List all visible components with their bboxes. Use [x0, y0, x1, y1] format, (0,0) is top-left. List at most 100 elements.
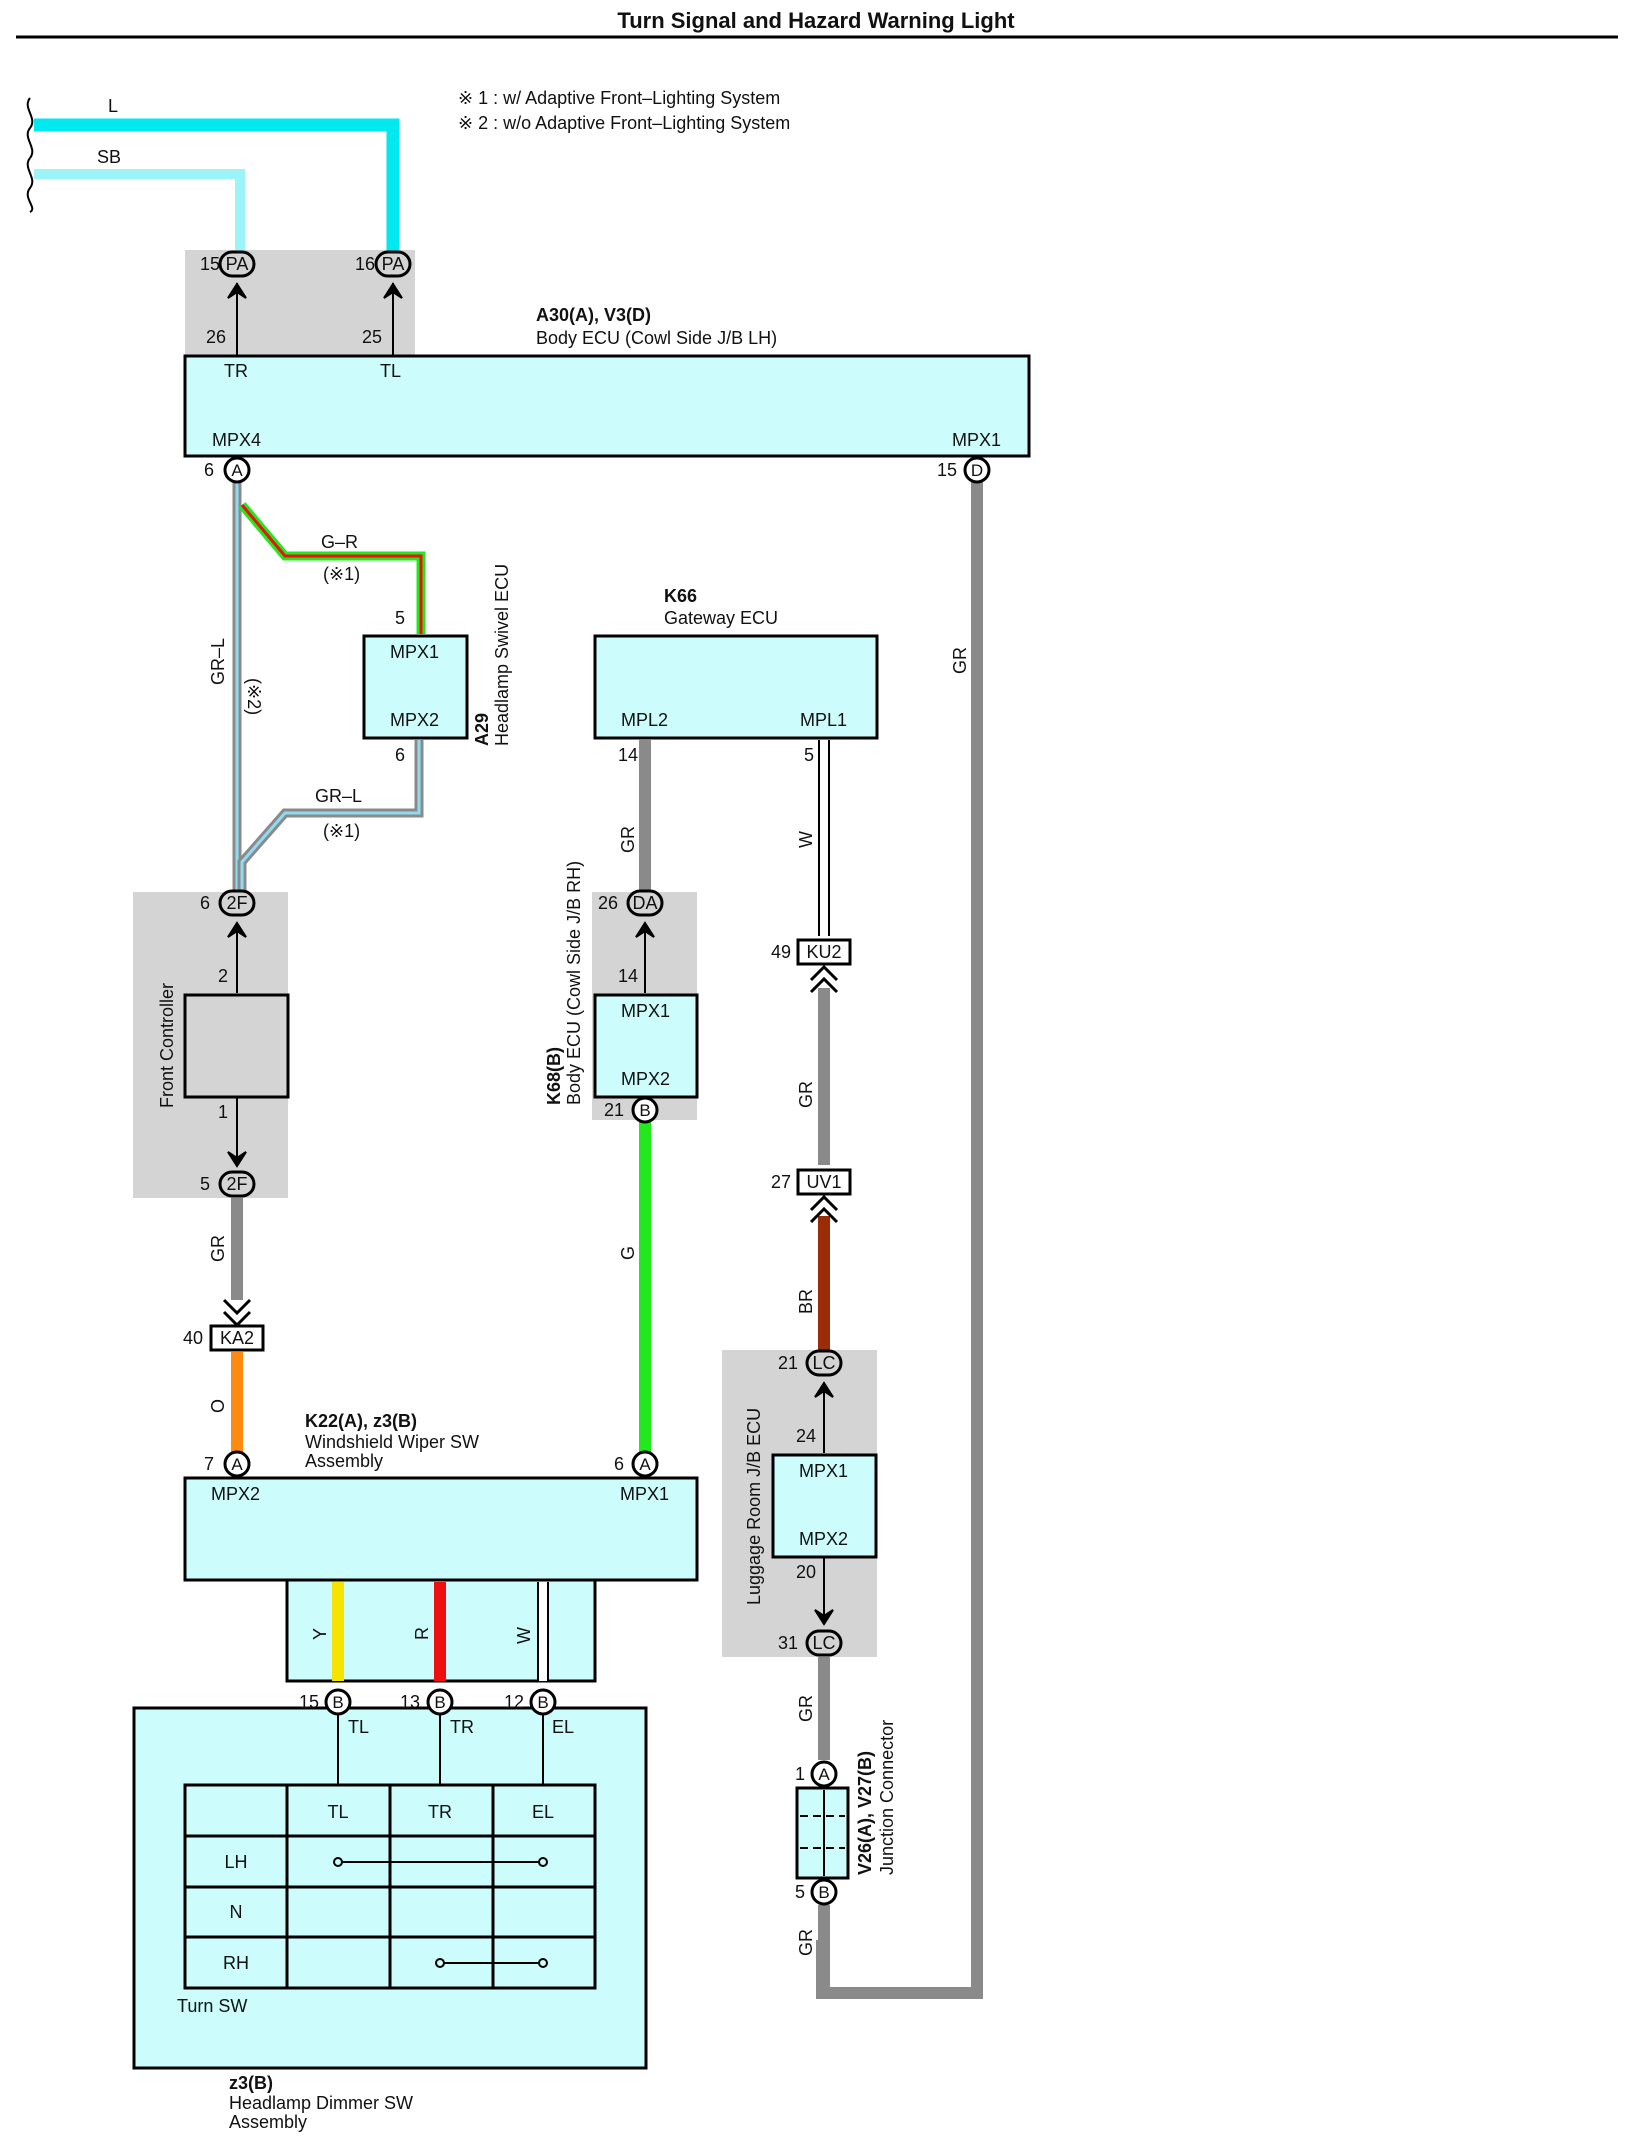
arrow-da: [635, 921, 655, 938]
wiper-name1: Windshield Wiper SW: [305, 1432, 479, 1452]
connector-b-junction-label: B: [818, 1883, 829, 1902]
arrow-lc-top: [814, 1381, 834, 1398]
wire-gr-l-swivel: [237, 740, 424, 893]
turn-sw-row-rh: RH: [223, 1953, 249, 1973]
gateway-ecu-box: [593, 634, 879, 740]
pin-6-a: 6: [204, 460, 214, 480]
wire-label-w-k66: W: [796, 831, 816, 848]
turn-sw-row-n: N: [230, 1902, 243, 1922]
pin-1-fc: 1: [218, 1102, 228, 1122]
connector-a-mpx4: A: [223, 456, 251, 484]
pin-31-lc: 31: [778, 1633, 798, 1653]
connector-ku2: KU2: [796, 938, 852, 966]
connector-pa-15: PA: [218, 250, 256, 278]
dimmer-tr: TR: [450, 1717, 474, 1737]
pin-20-lc: 20: [796, 1562, 816, 1582]
luggage-mpx2: MPX2: [799, 1529, 848, 1549]
arrow-2f-top: [227, 921, 247, 938]
body-ecu-tr: TR: [224, 361, 248, 381]
wire-label-gr-j2: GR: [796, 1929, 816, 1956]
wire-label-star1a: (※1): [323, 564, 360, 584]
wire-label-gr-l: GR–L: [208, 638, 228, 685]
wire-label-g-r: G–R: [321, 532, 358, 552]
wire-label-w-sw: W: [514, 1627, 534, 1644]
connector-a-junction-label: A: [818, 1765, 830, 1784]
pin-6-2f: 6: [200, 893, 210, 913]
connector-ku2-label: KU2: [806, 942, 841, 962]
wire-label-l: L: [108, 96, 118, 116]
pin-26: 26: [206, 327, 226, 347]
connector-b-13-label: B: [434, 1693, 445, 1712]
luggage-ecu-box: [771, 1453, 878, 1559]
wiper-sw-box: [183, 1476, 699, 1582]
wire-label-gr-l2: GR–L: [315, 786, 362, 806]
arrow-ku2: [809, 964, 839, 994]
swivel-name: Headlamp Swivel ECU: [492, 564, 512, 746]
body-ecu-name: Body ECU (Cowl Side J/B LH): [536, 328, 777, 348]
front-controller-box: [183, 993, 290, 1099]
wire-label-gr-k66: GR: [618, 826, 638, 853]
swivel-mpx1: MPX1: [390, 642, 439, 662]
wire-label-o: O: [208, 1399, 228, 1413]
connector-lc-top-label: LC: [812, 1353, 835, 1373]
gateway-id: K66: [664, 586, 697, 606]
connector-lc-bottom-label: LC: [812, 1633, 835, 1653]
wire-label-sb: SB: [97, 147, 121, 167]
wire-gr-l-swivel-stripe: [240, 740, 421, 893]
pin-5-swivel: 5: [395, 608, 405, 628]
connector-d-mpx1: D: [963, 456, 991, 484]
swivel-ecu-box: [362, 634, 469, 740]
body-rh-mpx2: MPX2: [621, 1069, 670, 1089]
wire-l: [34, 118, 400, 263]
wire-label-br: BR: [796, 1289, 816, 1314]
connector-da-label: DA: [632, 893, 657, 913]
pin-2-fc: 2: [218, 966, 228, 986]
connector-b-12: B: [529, 1688, 557, 1716]
pin-5-2f: 5: [200, 1174, 210, 1194]
wiper-mpx2: MPX2: [211, 1484, 260, 1504]
connector-a-wiper-mpx2-label: A: [231, 1455, 243, 1474]
pin-26-da: 26: [598, 893, 618, 913]
turn-sw-col-el: EL: [532, 1802, 554, 1822]
connector-2f-bottom: 2F: [218, 1170, 256, 1198]
pin-15-b: 15: [299, 1692, 319, 1712]
note-2: ※ 2 : w/o Adaptive Front–Lighting System: [458, 113, 790, 133]
connector-a-mpx4-label: A: [231, 461, 243, 480]
arrow-ka2: [222, 1298, 252, 1328]
connector-lc-top: LC: [805, 1349, 843, 1377]
pin-5-k66: 5: [804, 745, 814, 765]
page-title: Turn Signal and Hazard Warning Light: [617, 8, 1015, 33]
wire-label-star1b: (※1): [323, 821, 360, 841]
wiper-mpx1: MPX1: [620, 1484, 669, 1504]
junction-name: Junction Connector: [877, 1720, 897, 1875]
gateway-mpl1: MPL1: [800, 710, 847, 730]
pin-21-lc: 21: [778, 1353, 798, 1373]
body-ecu-mpx1: MPX1: [952, 430, 1001, 450]
wire-label-g: G: [618, 1246, 638, 1260]
connector-a-wiper-mpx2: A: [223, 1450, 251, 1478]
pin-14-k66: 14: [618, 745, 638, 765]
wiper-name2: Assembly: [305, 1451, 383, 1471]
wire-g-r-stripe: [240, 504, 423, 634]
pin-1-junction: 1: [795, 1764, 805, 1784]
pin-14-k68: 14: [618, 966, 638, 986]
connector-a-junction: A: [810, 1760, 838, 1788]
dimmer-name2: Assembly: [229, 2112, 307, 2132]
pin-15-d: 15: [937, 460, 957, 480]
turn-sw-col-tl: TL: [327, 1802, 348, 1822]
junction-box: [795, 1786, 850, 1880]
body-rh-name: Body ECU (Cowl Side J/B RH): [564, 861, 584, 1105]
wire-label-gr-j1: GR: [796, 1695, 816, 1722]
pin-24-lc: 24: [796, 1426, 816, 1446]
turn-sw-table: [183, 1783, 597, 1990]
pin-7-a: 7: [204, 1454, 214, 1474]
pin-25: 25: [362, 327, 382, 347]
connector-2f-top: 2F: [218, 889, 256, 917]
dimmer-tl: TL: [348, 1717, 369, 1737]
connector-a-wiper-mpx1: A: [631, 1450, 659, 1478]
connector-pa-15-label: PA: [226, 254, 249, 274]
pin-13-b: 13: [400, 1692, 420, 1712]
turn-sw-col-tr: TR: [428, 1802, 452, 1822]
wire-label-gr-front: GR: [208, 1235, 228, 1262]
